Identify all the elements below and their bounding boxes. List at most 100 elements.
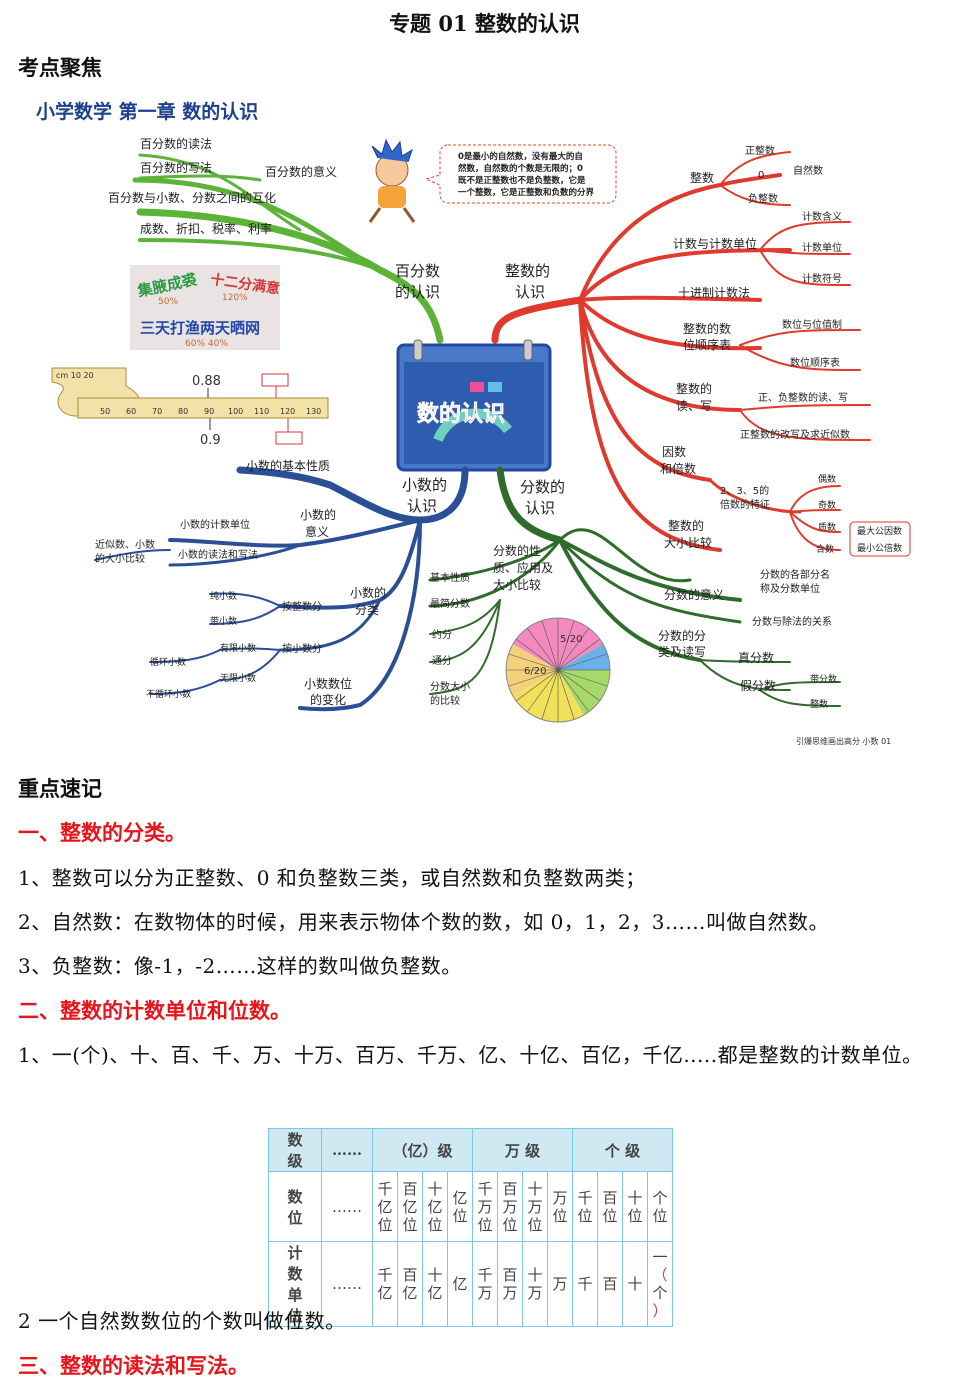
dg-item: 基本性质 xyxy=(430,571,470,584)
cartoon-icon xyxy=(368,138,416,223)
dg-label-2: 认识 xyxy=(525,499,555,517)
dg-item: 质、应用及 xyxy=(493,560,553,575)
table-cell: 百 xyxy=(597,1241,623,1327)
dg-item: 整数 xyxy=(810,698,828,710)
section-notes-heading: 重点速记 xyxy=(18,776,102,801)
ruler-top-label: 0.88 xyxy=(192,374,221,389)
green-label-1: 百分数 xyxy=(395,262,440,280)
red-item: 0 xyxy=(758,170,764,181)
gcd-lcm-box xyxy=(849,521,911,557)
mindmap-footer: 引爆思维画出高分 小数 01 xyxy=(796,736,891,746)
table-cell: 百亿位 xyxy=(397,1171,423,1242)
table-cell: 十位 xyxy=(622,1171,648,1242)
dg-item: 假分数 xyxy=(740,678,776,693)
red-item: 读、写 xyxy=(676,399,712,413)
place-value-table: 数级 …… （亿）级 万 级 个 级 数位 …… 千亿位 百亿位 十亿位 亿位 … xyxy=(268,1128,673,1327)
table-cell: 千 xyxy=(572,1241,598,1327)
table-cell: 百万 xyxy=(497,1241,523,1327)
svg-text:80: 80 xyxy=(178,407,188,416)
darkgreen-branch-lines xyxy=(428,466,841,707)
red-item: 自然数 xyxy=(793,164,823,177)
blue-label-1: 小数的 xyxy=(402,476,447,494)
red-item: 位顺序表 xyxy=(683,337,731,352)
red-item: 最小公倍数 xyxy=(857,542,902,554)
table-cell: 亿位 xyxy=(447,1171,473,1242)
table-cell: 十万位 xyxy=(522,1171,548,1242)
blue-item: 带小数 xyxy=(210,615,237,627)
blue-item: 有限小数 xyxy=(220,642,256,654)
dg-item: 真分数 xyxy=(738,650,774,665)
table-cell: 千亿位 xyxy=(372,1171,398,1242)
red-item: 正整数的改写及求近似数 xyxy=(740,428,850,441)
table-cell: 百万位 xyxy=(497,1171,523,1242)
svg-text:70: 70 xyxy=(152,407,162,416)
section2-para2: 2 一个自然数数位的个数叫做位数。 xyxy=(18,1309,346,1333)
svg-text:50%: 50% xyxy=(158,297,178,307)
green-item: 成数、折扣、税率、利率 xyxy=(140,221,272,236)
red-item: 计数含义 xyxy=(802,210,842,223)
blue-item: 循环小数 xyxy=(150,656,186,668)
page-title: 专题 01 整数的认识 xyxy=(389,11,580,36)
red-item: 整数 xyxy=(690,170,714,185)
dg-item: 大小比较 xyxy=(493,577,541,592)
svg-text:120%: 120% xyxy=(222,293,248,303)
table-cell: 十亿 xyxy=(422,1241,448,1327)
red-item: 大小比较 xyxy=(664,535,712,550)
table-cell: 百位 xyxy=(597,1171,623,1242)
table-cell: 千亿 xyxy=(372,1241,398,1327)
ruler-bottom-label: 0.9 xyxy=(200,433,221,448)
svg-text:120: 120 xyxy=(280,407,295,416)
dg-item: 分数与除法的关系 xyxy=(752,615,832,628)
table-header-cell: …… xyxy=(321,1128,373,1172)
center-title: 数的认识 xyxy=(417,401,505,427)
red-label-1: 整数的 xyxy=(505,262,550,280)
dg-item: 分数的性 xyxy=(493,543,541,558)
table-cell: 个位 xyxy=(647,1171,673,1242)
dg-item: 分数的分 xyxy=(658,628,706,643)
blue-item: 的大小比较 xyxy=(95,552,145,565)
table-cell: 千位 xyxy=(572,1171,598,1242)
table-cell: 万位 xyxy=(547,1171,573,1242)
section1-title: 一、整数的分类。 xyxy=(18,820,186,845)
red-item: 计数与计数单位 xyxy=(673,236,757,251)
dg-item: 通分 xyxy=(432,655,452,667)
red-item: 因数 xyxy=(662,444,686,459)
blue-item: 纯小数 xyxy=(210,590,237,602)
blue-item: 意义 xyxy=(305,524,329,539)
svg-text:100: 100 xyxy=(228,407,243,416)
green-item: 百分数的意义 xyxy=(265,164,337,179)
table-header-cell: 个 级 xyxy=(572,1128,673,1172)
center-calendar: 数的认识 xyxy=(396,339,552,472)
red-item: 正、负整数的读、写 xyxy=(758,391,848,404)
svg-text:90: 90 xyxy=(204,407,214,416)
table-cell: 十亿位 xyxy=(422,1171,448,1242)
mind-map: 小学数学 第一章 数的认识 百分数的读法 百分数的写法 百分数的意义 百分数与小… xyxy=(36,100,911,746)
svg-text:130: 130 xyxy=(306,407,321,416)
blue-item: 按小数分 xyxy=(282,642,322,655)
red-item: 十进制计数法 xyxy=(678,285,750,300)
dg-item: 分数的意义 xyxy=(664,587,724,602)
green-item: 百分数与小数、分数之间的互化 xyxy=(108,190,276,205)
svg-text:110: 110 xyxy=(254,407,269,416)
blue-item: 小数数位 xyxy=(304,676,352,691)
table-row-label: 数位 xyxy=(268,1171,322,1242)
dg-item: 分数的各部分名 xyxy=(760,568,830,581)
red-item: 质数 xyxy=(818,521,836,533)
table-dots: …… xyxy=(321,1241,373,1327)
dg-item: 称及分数单位 xyxy=(760,582,820,595)
red-label-2: 认识 xyxy=(515,283,545,301)
green-label-2: 的认识 xyxy=(395,283,440,301)
svg-text:60% 40%: 60% 40% xyxy=(185,339,228,349)
svg-text:5/20: 5/20 xyxy=(560,634,582,645)
blue-item: 按整数分 xyxy=(282,600,322,613)
red-item: 偶数 xyxy=(818,473,836,485)
table-cell: 一（个） xyxy=(647,1241,673,1327)
blue-branch-lines xyxy=(94,466,469,712)
svg-text:60: 60 xyxy=(126,407,136,416)
red-item: 数位顺序表 xyxy=(790,356,840,369)
section1-para1: 1、整数可以分为正整数、0 和负整数三类，或自然数和负整数两类； xyxy=(18,866,646,890)
red-item: 和倍数 xyxy=(660,461,696,476)
red-item: 最大公因数 xyxy=(857,525,902,537)
dg-item: 类及读写 xyxy=(658,645,706,659)
red-item: 计数单位 xyxy=(802,241,842,254)
